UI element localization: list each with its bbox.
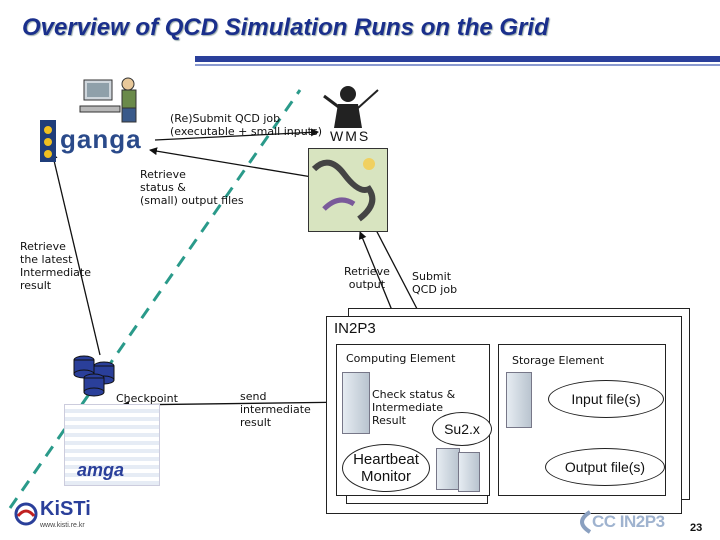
submit-qcd-label: Submit QCD job bbox=[412, 270, 458, 296]
retrieve-latest-label: Retrieve the latest Intermediate result bbox=[20, 240, 91, 292]
wms-illustration bbox=[308, 148, 388, 232]
cc-in2p3-logo: CC IN2P3 bbox=[570, 508, 690, 538]
ganga-logo: ganga bbox=[40, 120, 158, 162]
header-accent-bar bbox=[195, 56, 720, 66]
input-files-label: Input file(s) bbox=[571, 391, 641, 407]
kisti-logo-text: KiSTi bbox=[40, 498, 91, 520]
cc-in2p3-logo-text: CC IN2P3 bbox=[592, 512, 665, 531]
computing-element-label: Computing Element bbox=[346, 352, 456, 365]
su2x-node: Su2.x bbox=[432, 412, 492, 446]
check-status-label: Check status & Intermediate Result bbox=[372, 388, 456, 427]
storage-element-label: Storage Element bbox=[512, 354, 605, 367]
page-number: 23 bbox=[690, 522, 703, 534]
heartbeat-monitor-node: Heartbeat Monitor bbox=[342, 444, 430, 492]
send-intermediate-label: send intermediate result bbox=[240, 390, 311, 429]
user-computer-icon bbox=[78, 72, 148, 130]
arrow-send-intermediate bbox=[121, 400, 356, 409]
kisti-url: www.kisti.re.kr bbox=[40, 522, 85, 529]
database-icon bbox=[70, 352, 118, 398]
server-icon-2 bbox=[436, 448, 460, 490]
output-files-node: Output file(s) bbox=[545, 448, 665, 486]
arrow-resubmit bbox=[154, 128, 319, 141]
su2x-label: Su2.x bbox=[444, 421, 480, 437]
resubmit-label: (Re)Submit QCD job (executable + small i… bbox=[170, 112, 323, 138]
arrow-retrieve-status bbox=[149, 147, 319, 179]
server-icon-3 bbox=[458, 452, 480, 492]
amga-logo-text: amga bbox=[77, 460, 125, 480]
kisti-logo: KiSTi www.kisti.re.kr bbox=[14, 496, 94, 536]
ganga-logo-text: ganga bbox=[60, 124, 142, 154]
dashed-separator bbox=[8, 89, 302, 509]
arrow-retrieve-latest bbox=[49, 151, 101, 356]
conductor-icon bbox=[318, 82, 380, 132]
storage-server-icon bbox=[506, 372, 532, 428]
retrieve-status-label: Retrieve status & (small) output files bbox=[140, 168, 244, 207]
input-files-node: Input file(s) bbox=[548, 380, 664, 418]
in2p3-label: IN2P3 bbox=[334, 320, 376, 337]
wms-label: WMS bbox=[330, 128, 371, 144]
server-icon-1 bbox=[342, 372, 370, 434]
amga-logo: amga bbox=[64, 404, 160, 486]
output-files-label: Output file(s) bbox=[564, 459, 646, 475]
retrieve-output-label: Retrieve output bbox=[344, 265, 390, 291]
page-title: Overview of QCD Simulation Runs on the G… bbox=[22, 14, 549, 41]
heartbeat-label: Heartbeat Monitor bbox=[353, 451, 419, 485]
